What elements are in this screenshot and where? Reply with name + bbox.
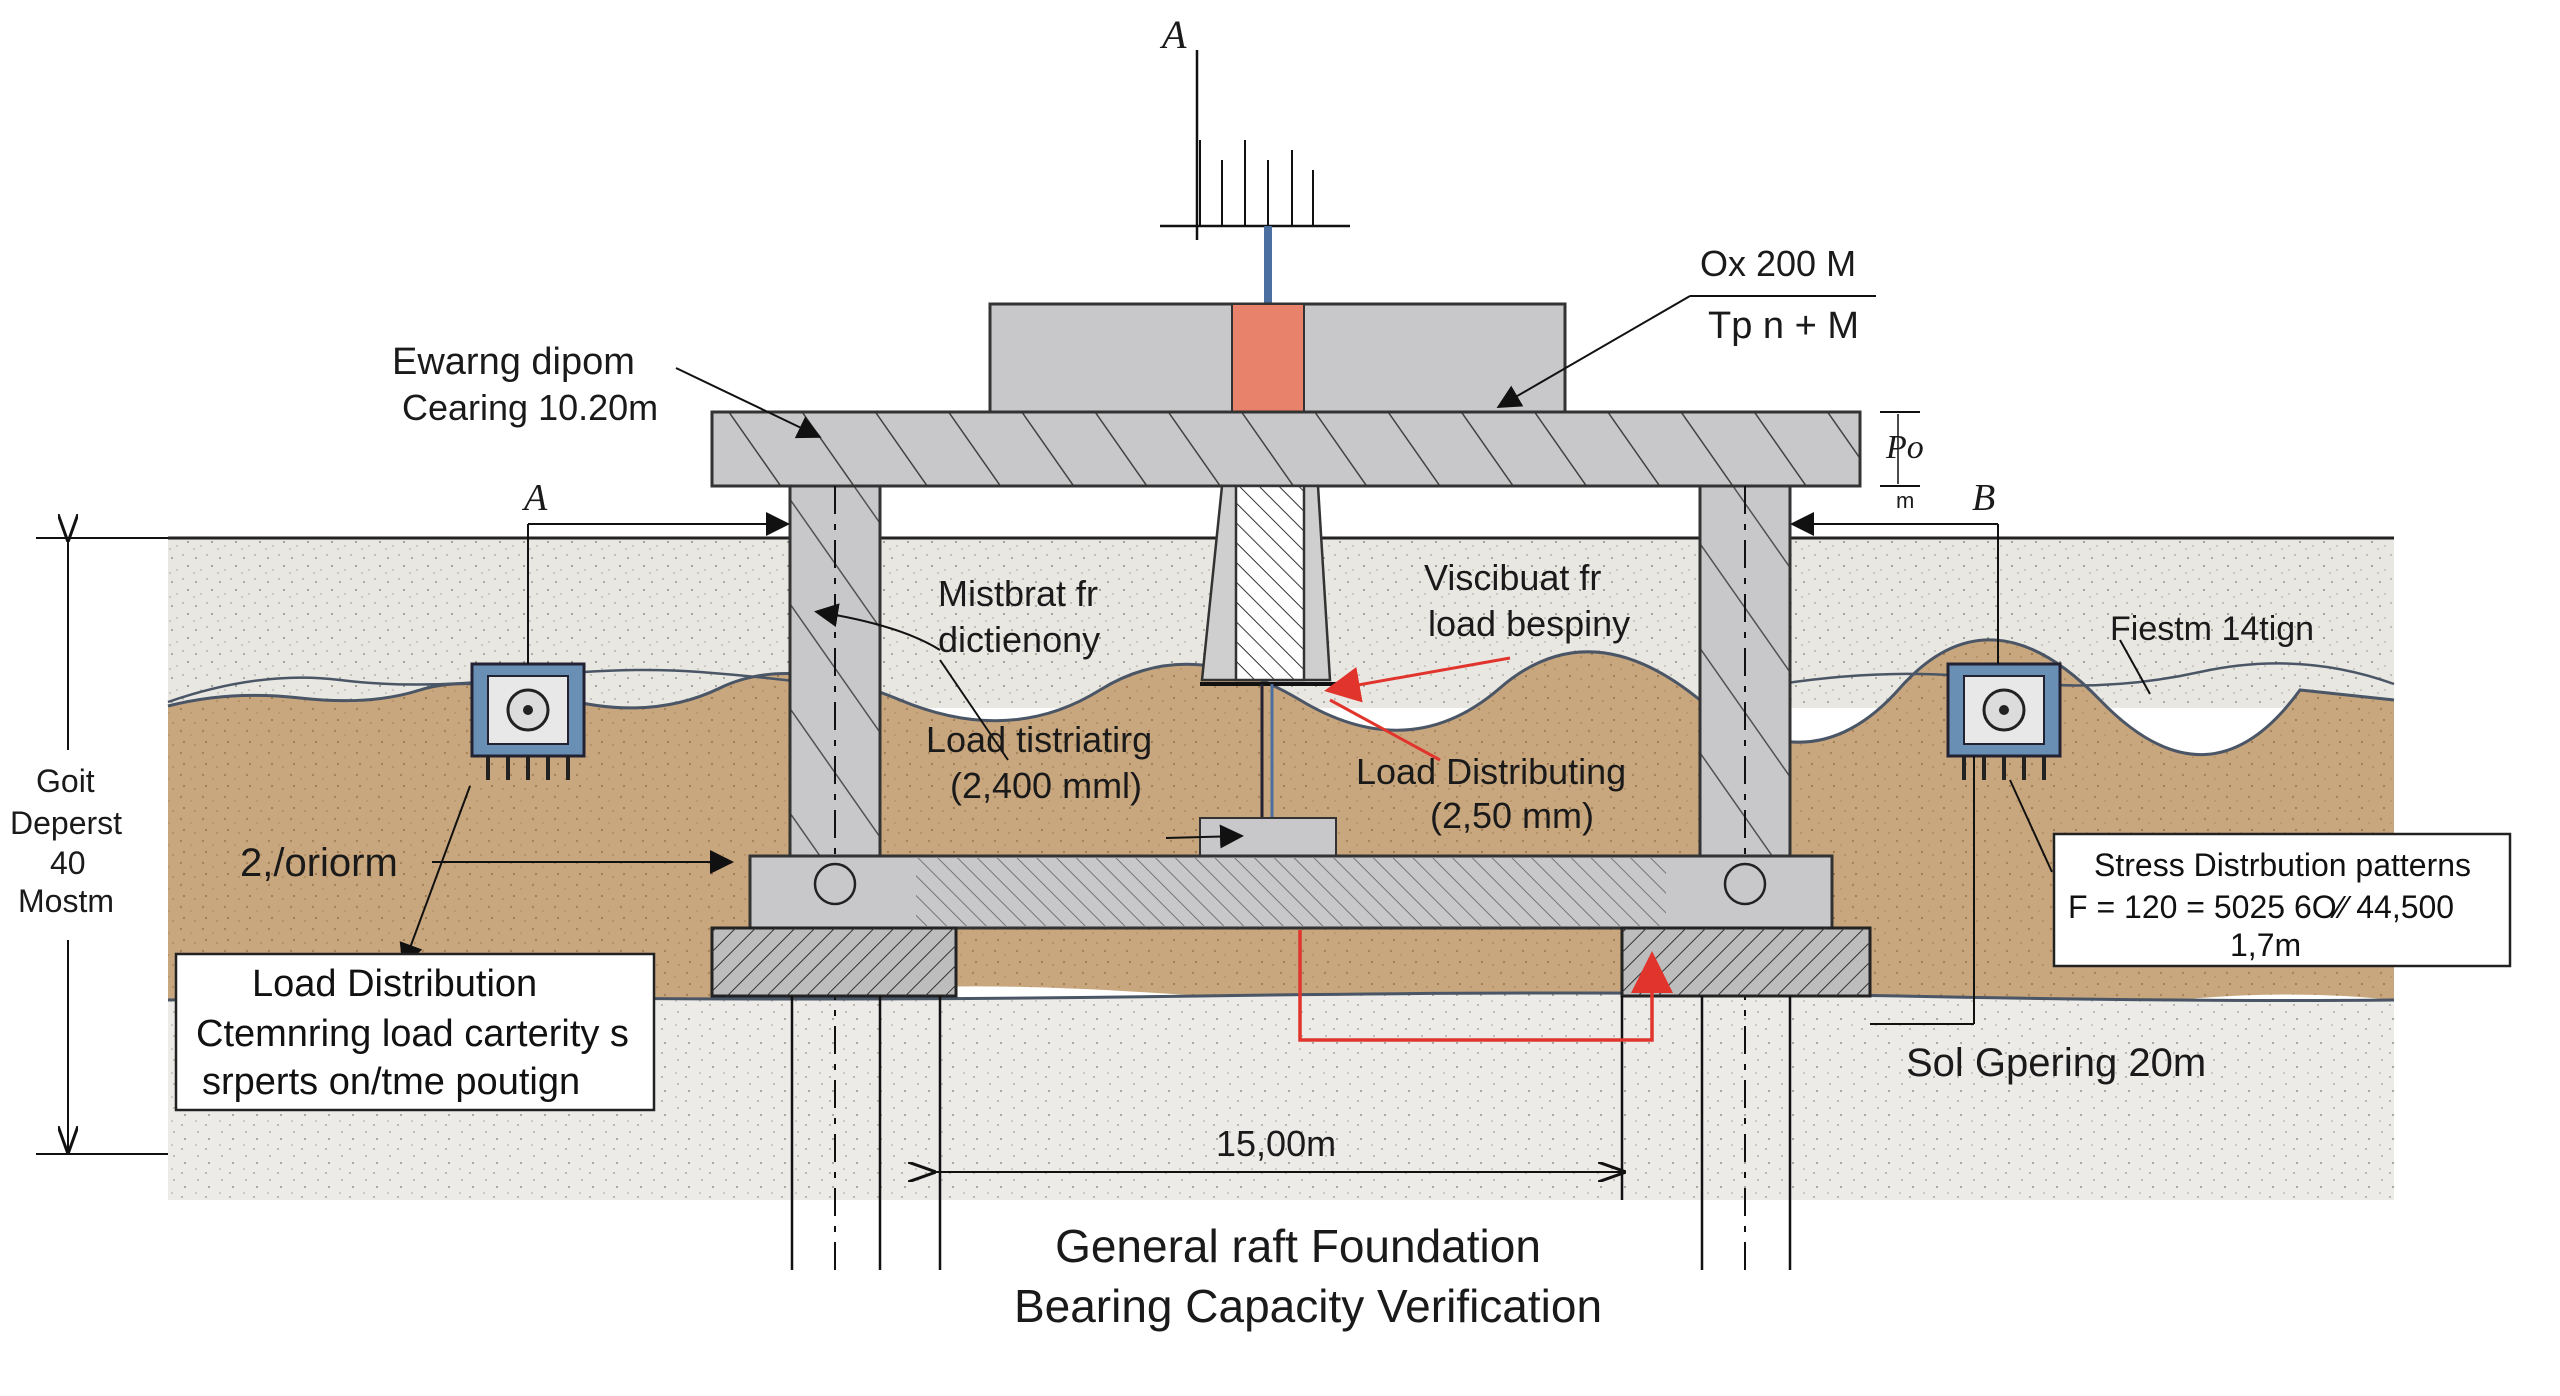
load-box-line3: srperts on/tme poutign	[202, 1061, 580, 1103]
formula-line1: Ox 200 M	[1700, 243, 1856, 284]
diagram-title: General raft Foundation Bearing Capacity…	[1014, 1220, 1602, 1332]
stress-box-line3: 1,7m	[2230, 927, 2301, 963]
sol-gpering-label: Sol Gpering 20m	[1906, 1041, 2206, 1085]
section-marker-left: A	[521, 477, 548, 519]
oriorm-label: 2,/oriorm	[240, 841, 398, 885]
load-box-line2: Ctemnring load carterity s	[196, 1013, 629, 1055]
column-core	[1231, 303, 1305, 413]
stress-box-line1: Stress Distrbution patterns	[2094, 847, 2471, 883]
mistbrat-label-1: Mistbrat fr	[938, 573, 1098, 614]
dim-side-line2: m	[1896, 488, 1914, 513]
bearing-label-2: Cearing 10.20m	[402, 387, 658, 428]
load-dist-left-2: (2,400 mml)	[950, 765, 1142, 806]
depth-label-3: 40	[50, 845, 86, 881]
leader-lines	[399, 367, 2151, 968]
mat-center-hatch	[916, 858, 1666, 926]
top-axis: A	[1159, 12, 1350, 306]
left-sensor	[470, 512, 790, 780]
title-line2: Bearing Capacity Verification	[1014, 1280, 1602, 1332]
title-line1: General raft Foundation	[1055, 1220, 1541, 1272]
load-box-line1: Load Distribution	[252, 963, 537, 1005]
dimensions	[36, 295, 1920, 1172]
right-sensor	[1790, 512, 2062, 1025]
stress-box-line2: F = 120 = 5025 6O∕∕ 44,500	[2068, 889, 2454, 925]
viscibuat-label-1: Viscibuat fr	[1424, 557, 1601, 598]
viscibuat-label-2: load bespiny	[1428, 603, 1630, 644]
stress-distribution-box: Stress Distrbution patterns F = 120 = 50…	[2052, 832, 2512, 968]
load-dist-left-1: Load tistriatirg	[926, 719, 1152, 760]
load-distribution-box: Load Distribution Ctemnring load carteri…	[174, 952, 656, 1112]
span-label: 15,00m	[1216, 1123, 1336, 1164]
load-dist-right-1: Load Distributing	[1356, 751, 1626, 792]
superstructure	[710, 302, 1872, 1270]
central-spring	[1234, 484, 1306, 682]
depth-label-2: Deperst	[10, 805, 122, 841]
red-load-path	[1298, 656, 1673, 1042]
bearing-label-1: Ewarng dipom	[392, 341, 635, 383]
load-dist-right-2: (2,50 mm)	[1430, 795, 1594, 836]
mistbrat-label-2: dictienony	[938, 619, 1100, 660]
depth-label-4: Mostm	[18, 883, 114, 919]
dim-side-line1: Po	[1885, 429, 1924, 466]
section-marker-top: A	[1159, 12, 1187, 57]
text-labels: Ox 200 M Tp n + M Po m Ewarng dipom Cear…	[10, 243, 2314, 1164]
section-marker-right: B	[1972, 477, 1995, 519]
depth-label-1: Goit	[36, 763, 95, 799]
soil-lower-layer	[168, 993, 2394, 1200]
fiestm-label: Fiestm 14tign	[2110, 610, 2314, 648]
formula-line2: Tp n + M	[1708, 305, 1859, 347]
